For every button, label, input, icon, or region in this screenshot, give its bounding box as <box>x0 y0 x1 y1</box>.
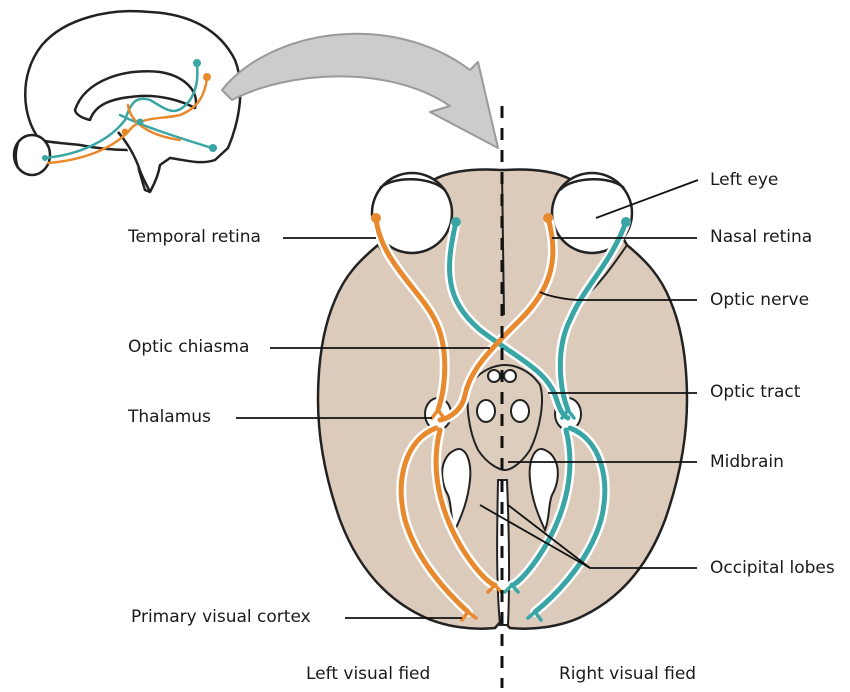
label-optic-nerve: Optic nerve <box>710 290 809 310</box>
temporal-retina-dot <box>371 213 381 223</box>
midbrain-oval-right <box>511 400 529 422</box>
label-left-eye: Left eye <box>710 170 778 190</box>
teal-retina-dot-left-eye <box>621 217 631 227</box>
midbrain-oval-left <box>477 400 495 422</box>
label-left-visual-field: Left visual fied <box>306 664 430 684</box>
teal-retina-dot-right-side <box>451 217 461 227</box>
label-thalamus: Thalamus <box>128 407 211 427</box>
label-temporal-retina: Temporal retina <box>128 227 261 247</box>
label-right-visual-field: Right visual fied <box>559 664 696 684</box>
label-primary-visual-cortex: Primary visual cortex <box>131 607 311 627</box>
label-optic-chiasma: Optic chiasma <box>128 337 249 357</box>
label-nasal-retina: Nasal retina <box>710 227 812 247</box>
orientation-arrow <box>222 34 498 148</box>
label-midbrain: Midbrain <box>710 452 784 472</box>
sagittal-brain-inset <box>14 11 240 192</box>
sagittal-eye <box>14 135 50 175</box>
sagittal-brain-outline <box>25 11 240 192</box>
mammillary-body-right <box>504 370 516 382</box>
nasal-retina-dot <box>543 213 553 223</box>
label-occipital-lobes: Occipital lobes <box>710 558 835 578</box>
mammillary-body-left <box>488 370 500 382</box>
label-optic-tract: Optic tract <box>710 382 800 402</box>
